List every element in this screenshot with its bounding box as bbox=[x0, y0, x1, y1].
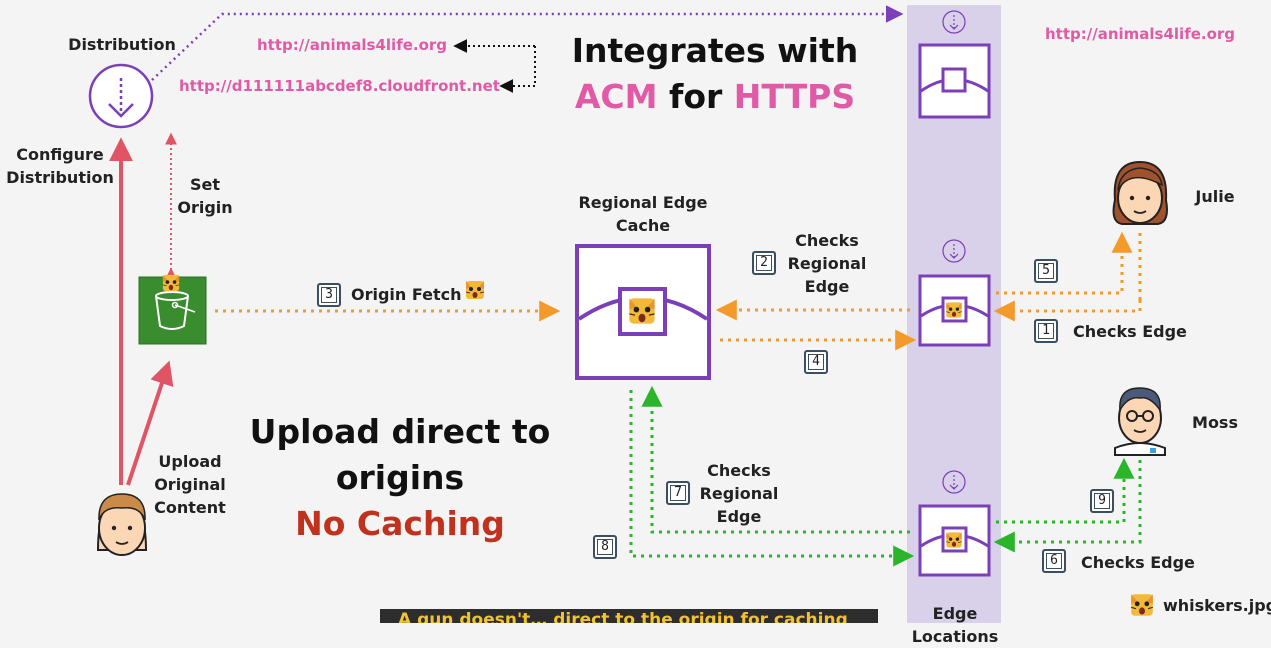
julie-avatar bbox=[1112, 160, 1168, 225]
edge-to-moss-arrow bbox=[996, 457, 1135, 524]
checks-edge-top-label: Checks Edge bbox=[1073, 322, 1187, 341]
animals-url-left[interactable]: http://animals4life.org bbox=[257, 36, 448, 54]
upload-line1: Upload direct to bbox=[249, 412, 551, 451]
configure-distribution-label: Configure Distribution bbox=[6, 145, 114, 187]
step-9-badge: 9 bbox=[1090, 489, 1114, 513]
step-6-badge: 6 bbox=[1042, 549, 1066, 573]
edge-locations-label: Edge Locations bbox=[911, 604, 999, 646]
architecture-diagram bbox=[88, 5, 1168, 617]
regional-edge-cache-icon bbox=[575, 244, 711, 380]
upload-original-content-label: Upload Original Content bbox=[154, 452, 226, 517]
moss-label: Moss bbox=[1192, 413, 1238, 432]
cat-on-bucket-icon bbox=[162, 274, 180, 292]
checks-regional-edge-bottom-label: Checks Regional Edge bbox=[699, 461, 779, 526]
moss-checks-edge-arrow bbox=[993, 460, 1142, 553]
checks-edge-bottom-label: Checks Edge bbox=[1081, 553, 1195, 572]
acm-text: ACM bbox=[574, 77, 658, 116]
check-regional-green-arrow bbox=[641, 385, 910, 534]
caption-text: A gun doesn't… direct to the origin for … bbox=[398, 610, 848, 624]
step-1-badge: 1 bbox=[1034, 319, 1058, 343]
video-caption: A gun doesn't… direct to the origin for … bbox=[380, 609, 878, 623]
https-text: HTTPS bbox=[733, 77, 856, 116]
animals-url-right[interactable]: http://animals4life.org bbox=[1045, 25, 1236, 43]
headline-line1: Integrates with bbox=[571, 31, 859, 70]
edge-location-icon-middle bbox=[918, 239, 991, 347]
edge-location-icon-bottom bbox=[918, 470, 991, 577]
origin-fetch-label: Origin Fetch bbox=[351, 285, 462, 304]
origin-fetch-cat-icon bbox=[465, 280, 485, 300]
step-7-badge: 7 bbox=[666, 481, 690, 505]
set-origin-label: Set Origin bbox=[177, 175, 233, 217]
distribution-label: Distribution bbox=[68, 35, 176, 54]
julie-checks-edge-arrow bbox=[993, 300, 1142, 322]
no-caching-text: No Caching bbox=[295, 504, 505, 543]
edge-bottom-cat-icon bbox=[946, 532, 962, 548]
step-2-badge: 2 bbox=[752, 251, 776, 275]
whiskers-cat-icon bbox=[1130, 593, 1154, 617]
whiskers-file-label: whiskers.jpg bbox=[1163, 596, 1271, 615]
distribution-to-edge-arrow bbox=[151, 5, 904, 81]
step-5-badge: 5 bbox=[1034, 259, 1058, 283]
cloudfront-url[interactable]: http://d111111abcdef8.cloudfront.net bbox=[179, 77, 500, 95]
edge-location-icon-top bbox=[918, 10, 991, 119]
uploader-avatar bbox=[96, 493, 148, 556]
checks-regional-edge-top-label: Checks Regional Edge bbox=[787, 231, 867, 296]
regional-cache-cat-icon bbox=[628, 297, 656, 325]
distribution-icon bbox=[88, 63, 154, 129]
upload-direct-text: Upload direct to origins No Caching bbox=[230, 409, 570, 547]
moss-avatar bbox=[1114, 387, 1166, 456]
edge-middle-cat-icon bbox=[946, 302, 962, 318]
julie-label: Julie bbox=[1195, 187, 1235, 206]
upload-line2: origins bbox=[335, 458, 465, 497]
upload-content-arrow bbox=[126, 360, 174, 486]
regional-edge-cache-label: Regional Edge Cache bbox=[578, 193, 708, 235]
step-8-badge: 8 bbox=[593, 535, 617, 559]
url-arrow-cloudfront bbox=[499, 46, 536, 93]
regional-to-edge-green-arrow bbox=[629, 390, 915, 567]
for-text: for bbox=[657, 77, 734, 116]
headline: Integrates with ACM for HTTPS bbox=[555, 28, 875, 120]
headline-line2: ACM for HTTPS bbox=[555, 74, 875, 120]
edge-to-julie-arrow bbox=[996, 231, 1133, 295]
step-3-badge: 3 bbox=[317, 283, 341, 307]
step-4-badge: 4 bbox=[804, 350, 828, 374]
